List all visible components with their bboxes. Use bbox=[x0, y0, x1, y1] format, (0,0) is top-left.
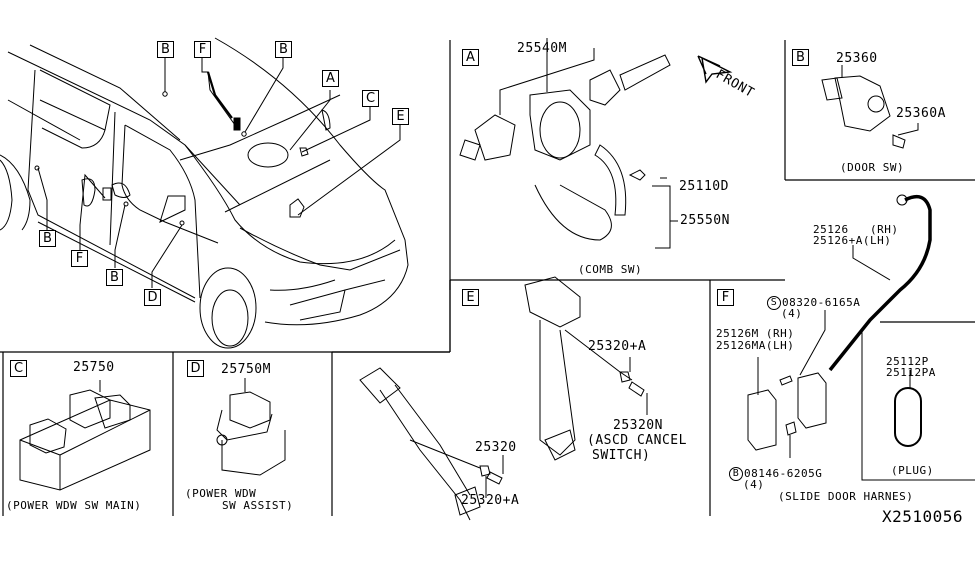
asc-cancel-caption-line1: (ASCD CANCEL bbox=[587, 433, 687, 448]
part-25320a-upper[interactable]: 25320+A bbox=[588, 339, 647, 354]
screw-part-label: 08320-6165A bbox=[782, 296, 861, 309]
callout-b-1: B bbox=[157, 41, 174, 58]
callout-b-4: B bbox=[106, 269, 123, 286]
callout-f-2: F bbox=[71, 250, 88, 267]
power-window-assist-switch-drawing bbox=[216, 378, 286, 476]
part-25750m[interactable]: 25750M bbox=[221, 362, 271, 377]
callout-e: E bbox=[392, 108, 409, 125]
section-c-label: C bbox=[10, 360, 27, 377]
part-25126m-rh[interactable]: 25126M (RH) bbox=[716, 327, 795, 340]
part-25112pa[interactable]: 25112PA bbox=[886, 366, 936, 379]
pedal-assembly-drawing bbox=[359, 276, 648, 521]
section-f-label: F bbox=[717, 289, 734, 306]
asc-cancel-caption-line2: SWITCH) bbox=[592, 448, 651, 463]
part-25110d[interactable]: 25110D bbox=[679, 179, 729, 194]
part-25540m[interactable]: 25540M bbox=[517, 41, 567, 56]
part-25320n[interactable]: 25320N bbox=[613, 418, 663, 433]
slide-door-connector-drawing bbox=[747, 310, 975, 481]
callout-a: A bbox=[322, 70, 339, 87]
part-25360a[interactable]: 25360A bbox=[896, 106, 946, 121]
power-window-main-switch-drawing bbox=[19, 380, 151, 491]
part-25550n[interactable]: 25550N bbox=[680, 213, 730, 228]
callout-c: C bbox=[362, 90, 379, 107]
part-25126-rh[interactable]: 25126 (RH) bbox=[813, 223, 899, 236]
plug-caption: (PLUG) bbox=[891, 464, 934, 477]
section-d-caption-line2: SW ASSIST) bbox=[222, 499, 294, 512]
panel-borders bbox=[0, 40, 975, 516]
part-25360[interactable]: 25360 bbox=[836, 51, 878, 66]
section-a-caption: (COMB SW) bbox=[578, 263, 643, 276]
part-25750[interactable]: 25750 bbox=[73, 360, 115, 375]
section-f-caption: (SLIDE DOOR HARNES) bbox=[778, 490, 914, 503]
section-d-label: D bbox=[187, 360, 204, 377]
section-b-label: B bbox=[792, 49, 809, 66]
section-c-caption: (POWER WDW SW MAIN) bbox=[6, 499, 142, 512]
callout-f-1: F bbox=[194, 41, 211, 58]
part-25126a-lh[interactable]: 25126+A(LH) bbox=[813, 234, 892, 247]
screw-quantity: (4) bbox=[781, 307, 803, 320]
bolt-symbol-icon: B bbox=[729, 467, 743, 481]
part-25320[interactable]: 25320 bbox=[475, 440, 517, 455]
section-b-caption: (DOOR SW) bbox=[840, 161, 905, 174]
door-switch-drawing bbox=[821, 65, 919, 149]
comb-switch-drawing bbox=[459, 38, 733, 249]
callout-b-2: B bbox=[275, 41, 292, 58]
part-25126ma-lh[interactable]: 25126MA(LH) bbox=[716, 339, 795, 352]
section-e-label: E bbox=[462, 289, 479, 306]
section-d-caption-line1: (POWER WDW bbox=[185, 487, 257, 500]
van-outline bbox=[0, 37, 409, 349]
diagram-id: X2510056 bbox=[882, 507, 964, 526]
vehicle-callout-leaders bbox=[34, 57, 401, 288]
part-25112p[interactable]: 25112P bbox=[886, 355, 929, 368]
section-a-label: A bbox=[462, 49, 479, 66]
bolt-part-label: 08146-6205G bbox=[744, 467, 823, 480]
screw-symbol-icon: S bbox=[767, 296, 781, 310]
slide-door-harness-cable bbox=[828, 194, 932, 372]
callout-b-3: B bbox=[39, 230, 56, 247]
callout-d: D bbox=[144, 289, 161, 306]
part-25320a-lower[interactable]: 25320+A bbox=[461, 493, 520, 508]
bolt-quantity: (4) bbox=[743, 478, 765, 491]
